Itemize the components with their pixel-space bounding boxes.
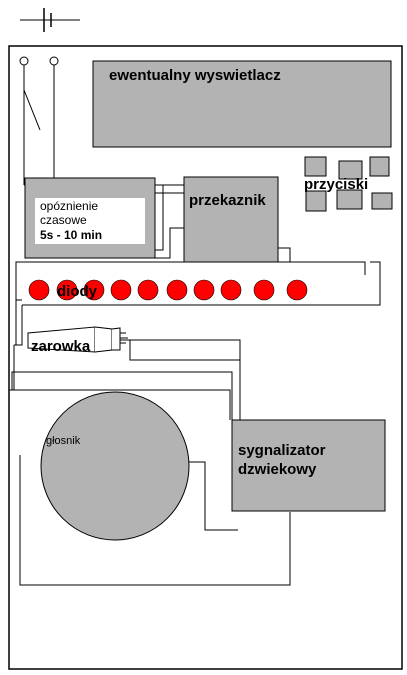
buttons-label: przyciski <box>304 176 368 193</box>
led-2 <box>56 279 78 301</box>
led-5 <box>137 279 159 301</box>
relay-box <box>183 176 279 263</box>
buzzer-label-line2: dzwiekowy <box>238 461 317 478</box>
delay-module: opóznienie czasowe 5s - 10 min <box>24 177 156 259</box>
delay-label-line2: czasowe <box>40 213 87 227</box>
buzzer-label-line1: sygnalizator <box>238 442 326 459</box>
button-group <box>304 156 393 212</box>
led-7 <box>193 279 215 301</box>
delay-label-line3: 5s - 10 min <box>40 228 102 242</box>
led-1 <box>28 279 50 301</box>
led-3 <box>83 279 105 301</box>
led-9 <box>253 279 275 301</box>
delay-label-line1: opóznienie <box>40 199 98 213</box>
enclosure-outline <box>8 45 403 670</box>
leds-label: diody <box>57 283 98 300</box>
led-row <box>28 279 308 301</box>
button-5 <box>336 189 363 210</box>
battery-symbol <box>20 8 80 32</box>
button-3 <box>369 156 390 177</box>
led-8 <box>220 279 242 301</box>
speaker-circle <box>40 391 190 541</box>
button-6 <box>371 192 393 210</box>
bulb-symbol <box>27 326 128 353</box>
buzzer-box <box>231 419 386 512</box>
relay-label: przekaznik <box>189 192 266 209</box>
button-2 <box>338 160 363 180</box>
button-1 <box>304 156 327 177</box>
bulb-label: zarowka <box>31 338 91 355</box>
button-4 <box>305 190 327 212</box>
display-box <box>92 60 392 148</box>
display-label: ewentualny wyswietlacz <box>109 67 281 84</box>
speaker-label: głosnik <box>46 435 81 447</box>
led-6 <box>166 279 188 301</box>
led-4 <box>110 279 132 301</box>
power-switch <box>19 56 59 185</box>
led-10 <box>286 279 308 301</box>
